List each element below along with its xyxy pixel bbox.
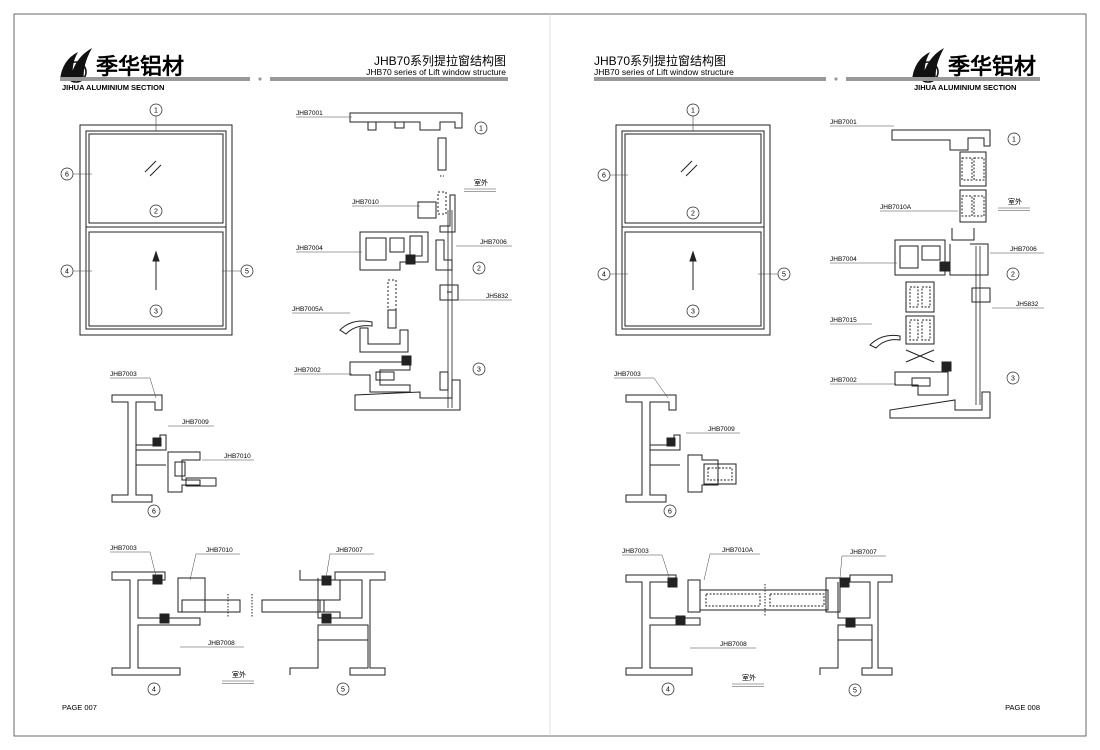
part-label: JHB7002 bbox=[294, 367, 321, 374]
callout-5: 5 bbox=[245, 269, 249, 276]
part-label: JHB7010 bbox=[224, 453, 251, 460]
callout-5: 5 bbox=[782, 272, 786, 279]
part-label: JHB7015 bbox=[830, 317, 857, 324]
elevation-callouts: 1 2 3 4 5 6 bbox=[597, 103, 791, 318]
callout-1: 1 bbox=[479, 126, 483, 133]
brand-subtitle: JIHUA ALUMINIUM SECTION bbox=[62, 83, 164, 92]
callout-4: 4 bbox=[65, 269, 69, 276]
brand-logo: 季华铝材 JIHUA ALUMINIUM SECTION bbox=[912, 48, 1036, 92]
detail6-labels: JHB7003 JHB7009 bbox=[614, 371, 740, 434]
part-label: JHB7005A bbox=[292, 306, 324, 313]
part-label: JHB7002 bbox=[830, 377, 857, 384]
callout-2: 2 bbox=[1011, 272, 1015, 279]
part-label: JHB7010 bbox=[206, 547, 233, 554]
outdoor-label: 室外 bbox=[474, 178, 488, 187]
part-label: JH5832 bbox=[1016, 301, 1039, 308]
callout-6: 6 bbox=[602, 173, 606, 180]
callout-1: 1 bbox=[691, 108, 695, 115]
callout-3: 3 bbox=[154, 309, 158, 316]
part-label: JHB7001 bbox=[296, 110, 323, 117]
part-label: JHB7009 bbox=[708, 426, 735, 433]
brand-subtitle: JIHUA ALUMINIUM SECTION bbox=[914, 83, 1016, 92]
title-cn: JHB70系列提拉窗结构图 bbox=[594, 53, 726, 68]
outdoor-label: 室外 bbox=[742, 673, 756, 682]
part-label: JHB7010 bbox=[352, 199, 379, 206]
window-elevation bbox=[79, 124, 233, 336]
callout-2: 2 bbox=[691, 211, 695, 218]
part-label: JHB7003 bbox=[110, 545, 137, 552]
brand-name: 季华铝材 bbox=[96, 54, 184, 79]
callout-6: 6 bbox=[65, 172, 69, 179]
page-left: 季华铝材 JIHUA ALUMINIUM SECTION JHB70系列提拉窗结… bbox=[60, 48, 512, 712]
page-right: 季华铝材 JIHUA ALUMINIUM SECTION JHB70系列提拉窗结… bbox=[594, 48, 1044, 712]
page-number: PAGE 008 bbox=[1005, 703, 1040, 712]
window-elevation bbox=[615, 124, 771, 336]
detail6-callout: 6 bbox=[147, 504, 161, 518]
elevation-callouts: 1 2 3 4 5 6 bbox=[60, 103, 254, 318]
part-label: JHB7010A bbox=[722, 547, 754, 554]
outdoor-label: 室外 bbox=[232, 670, 246, 679]
bottom-callouts: 4 5 bbox=[147, 682, 350, 696]
part-label: JHB7001 bbox=[830, 119, 857, 126]
callout-3: 3 bbox=[691, 309, 695, 316]
section-labels: JHB7001 JHB7010A JHB7006 JHB7004 JH5832 … bbox=[830, 119, 1044, 385]
part-label: JHB7006 bbox=[1010, 246, 1037, 253]
callout-6: 6 bbox=[668, 509, 672, 516]
part-label: JHB7007 bbox=[336, 547, 363, 554]
section-callouts: 1 2 3 bbox=[472, 121, 488, 376]
callout-2: 2 bbox=[154, 209, 158, 216]
part-label: JHB7006 bbox=[480, 239, 507, 246]
part-label: JHB7003 bbox=[110, 371, 137, 378]
title-en: JHB70 series of Lift window structure bbox=[594, 67, 734, 77]
detail-4-5 bbox=[625, 574, 893, 676]
part-label: JHB7003 bbox=[614, 371, 641, 378]
callout-1: 1 bbox=[1012, 137, 1016, 144]
detail-4-5 bbox=[111, 570, 386, 676]
part-label: JHB7007 bbox=[850, 549, 877, 556]
detail-6 bbox=[625, 394, 737, 503]
part-label: JHB7004 bbox=[296, 245, 323, 252]
brand-logo: 季华铝材 JIHUA ALUMINIUM SECTION bbox=[60, 48, 184, 92]
callout-6: 6 bbox=[152, 509, 156, 516]
detail-6 bbox=[111, 394, 217, 503]
part-label: JHB7003 bbox=[622, 548, 649, 555]
callout-4: 4 bbox=[666, 687, 670, 694]
callout-3: 3 bbox=[1011, 376, 1015, 383]
bottom-labels: JHB7003 JHB7010 JHB7008 JHB7007 室外 bbox=[110, 545, 374, 684]
vertical-section bbox=[869, 129, 991, 419]
part-label: JH5832 bbox=[486, 293, 509, 300]
callout-4: 4 bbox=[602, 272, 606, 279]
vertical-section bbox=[339, 112, 463, 411]
callout-5: 5 bbox=[341, 687, 345, 694]
callout-3: 3 bbox=[477, 367, 481, 374]
detail6-callout: 6 bbox=[663, 504, 677, 518]
part-label: JHB7008 bbox=[720, 641, 747, 648]
callout-4: 4 bbox=[152, 687, 156, 694]
bottom-callouts: 4 5 bbox=[661, 682, 862, 697]
title-en: JHB70 series of Lift window structure bbox=[366, 67, 506, 77]
page-number: PAGE 007 bbox=[62, 703, 97, 712]
section-labels: JHB7001 JHB7010 JHB7004 JHB7006 JH5832 J… bbox=[292, 110, 512, 375]
callout-5: 5 bbox=[853, 688, 857, 695]
callout-1: 1 bbox=[154, 108, 158, 115]
part-label: JHB7010A bbox=[880, 204, 912, 211]
part-label: JHB7008 bbox=[208, 640, 235, 647]
bottom-labels: JHB7003 JHB7010A JHB7007 JHB7008 室外 bbox=[622, 547, 886, 687]
section-callouts: 1 2 3 bbox=[1006, 132, 1021, 385]
part-label: JHB7009 bbox=[182, 419, 209, 426]
brand-name: 季华铝材 bbox=[948, 54, 1036, 79]
title-cn: JHB70系列提拉窗结构图 bbox=[374, 53, 506, 68]
callout-2: 2 bbox=[477, 266, 481, 273]
detail6-labels: JHB7003 JHB7009 JHB7010 bbox=[110, 371, 254, 461]
outdoor-label: 室外 bbox=[1008, 197, 1022, 206]
part-label: JHB7004 bbox=[830, 256, 857, 263]
